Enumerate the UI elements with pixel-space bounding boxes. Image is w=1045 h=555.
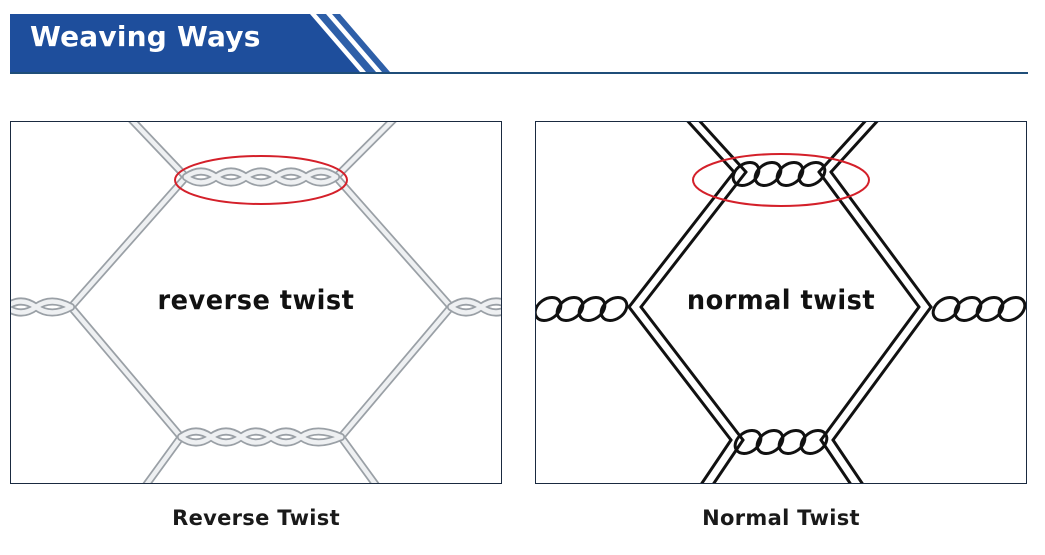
page-title: Weaving Ways (30, 20, 261, 53)
reverse-twist-overlay-label: reverse twist (157, 285, 355, 316)
header-divider (10, 72, 1028, 74)
top-twist (731, 161, 827, 187)
normal-twist-panel: normal twist (535, 121, 1027, 484)
reverse-twist-caption: Reverse Twist (172, 506, 340, 530)
header: Weaving Ways (0, 0, 1045, 80)
highlight-ellipse (174, 155, 348, 205)
bottom-twist (733, 429, 829, 455)
left-twist (536, 296, 629, 322)
normal-twist-overlay-label: normal twist (686, 285, 876, 316)
normal-twist-caption: Normal Twist (702, 506, 860, 530)
title-banner (10, 14, 390, 72)
reverse-twist-panel: reverse twist (10, 121, 502, 484)
reverse-twist-mesh-illustration (11, 122, 501, 483)
right-twist (931, 296, 1026, 322)
highlight-ellipse (692, 153, 870, 207)
normal-twist-mesh-illustration (536, 122, 1026, 483)
